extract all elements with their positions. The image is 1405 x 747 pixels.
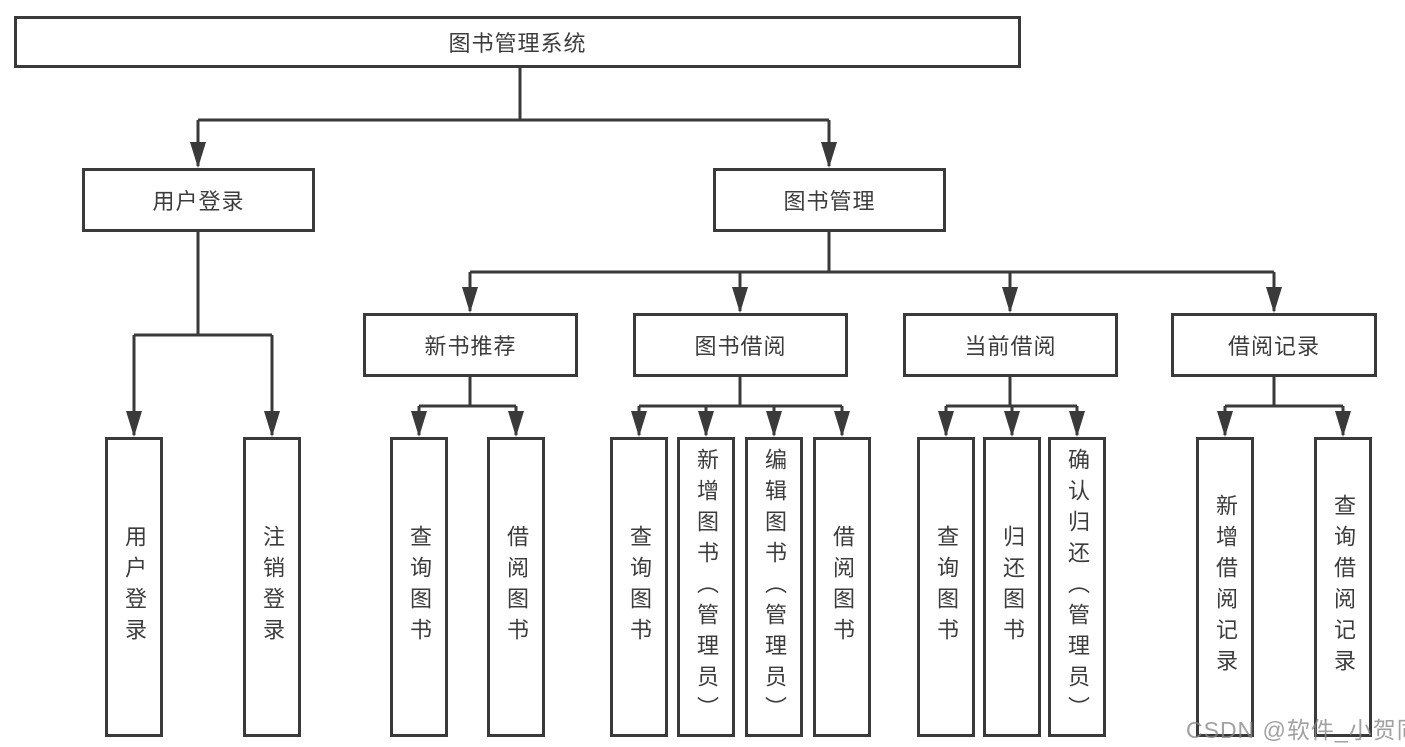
node-label: 查询图书 xyxy=(627,525,652,649)
node-book-management: 图书管理 xyxy=(713,168,946,232)
leaf-query-borrow-record: 查询借阅记录 xyxy=(1314,437,1372,737)
leaf-user-login: 用户登录 xyxy=(105,437,163,737)
leaf-borrow-books-2: 借阅图书 xyxy=(813,437,871,737)
node-label: 查询图书 xyxy=(934,525,959,649)
leaf-query-books-2: 查询图书 xyxy=(610,437,668,737)
node-book-borrow: 图书借阅 xyxy=(633,313,848,377)
leaf-add-books-admin: 新增图书（管理员） xyxy=(677,437,735,737)
node-label: 借阅图书 xyxy=(504,525,529,649)
leaf-return-books: 归还图书 xyxy=(983,437,1041,737)
node-label: 图书借阅 xyxy=(694,334,787,359)
node-label: 确认归还（管理员） xyxy=(1065,447,1090,727)
csdn-watermark: CSDN @软件_小贺同学 xyxy=(1186,717,1405,743)
node-borrow-records: 借阅记录 xyxy=(1171,313,1377,377)
node-label: 查询图书 xyxy=(407,525,432,649)
leaf-borrow-books: 借阅图书 xyxy=(487,437,545,737)
leaf-query-books: 查询图书 xyxy=(390,437,448,737)
node-label: 查询借阅记录 xyxy=(1331,494,1356,680)
node-label: 归还图书 xyxy=(1000,525,1025,649)
node-label: 新增借阅记录 xyxy=(1213,494,1238,680)
node-label: 借阅图书 xyxy=(830,525,855,649)
leaf-logout: 注销登录 xyxy=(243,437,301,737)
node-label: 借阅记录 xyxy=(1227,334,1320,359)
node-user-login: 用户登录 xyxy=(82,168,315,232)
node-new-book-recommend: 新书推荐 xyxy=(363,313,578,377)
leaf-add-borrow-record: 新增借阅记录 xyxy=(1196,437,1254,737)
leaf-edit-books-admin: 编辑图书（管理员） xyxy=(745,437,803,737)
node-label: 当前借阅 xyxy=(964,334,1057,359)
node-label: 新书推荐 xyxy=(424,334,517,359)
node-label: 用户登录 xyxy=(122,525,147,649)
node-label: 用户登录 xyxy=(152,189,245,214)
node-label: 图书管理系统 xyxy=(448,31,587,56)
node-library-system: 图书管理系统 xyxy=(14,16,1021,68)
node-label: 图书管理 xyxy=(783,189,876,214)
node-current-borrow: 当前借阅 xyxy=(903,313,1118,377)
leaf-query-books-3: 查询图书 xyxy=(917,437,975,737)
node-label: 新增图书（管理员） xyxy=(694,447,719,727)
node-label: 注销登录 xyxy=(260,525,285,649)
node-label: 编辑图书（管理员） xyxy=(762,447,787,727)
leaf-confirm-return-admin: 确认归还（管理员） xyxy=(1048,437,1106,737)
arrowheads xyxy=(126,142,1351,437)
